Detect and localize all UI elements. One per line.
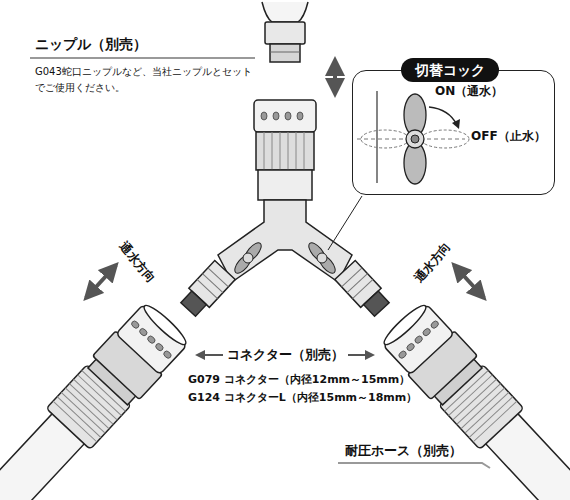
nipple xyxy=(265,22,305,44)
switch-cock-badge: 切替コック xyxy=(401,58,499,82)
coupling-sleeve xyxy=(258,170,312,200)
flow-arrow xyxy=(86,265,116,298)
outlet xyxy=(178,260,235,319)
connector xyxy=(0,299,192,500)
state-label: ON（通水） xyxy=(435,84,503,98)
outlet xyxy=(335,260,392,319)
part-label: コネクター（別売） xyxy=(223,347,348,363)
cock-handle xyxy=(232,240,264,276)
nipple-tip xyxy=(270,44,300,62)
callout-box: ON（通水）OFF（止水）切替コック xyxy=(352,70,555,195)
cock-handle xyxy=(306,240,338,276)
flow-label: 通水方向 xyxy=(412,239,454,285)
faucet xyxy=(262,2,308,22)
state-label: OFF（止水） xyxy=(471,129,546,143)
coupling-body xyxy=(256,132,314,170)
model-label: G124 コネクターL（内径15mm～18mm） xyxy=(188,391,417,405)
note: G043蛇口ニップルなど、当社ニップルとセットでご使用ください。 xyxy=(35,64,253,96)
coupling-collar xyxy=(254,100,316,132)
leader-line xyxy=(328,196,362,250)
direction-arrow xyxy=(333,60,337,94)
model-label: G079 コネクター（内径12mm～15mm） xyxy=(188,373,410,387)
part-label: 耐圧ホース（別売） xyxy=(345,443,462,459)
flow-arrow xyxy=(454,265,484,298)
badge-text: 切替コック xyxy=(415,61,485,79)
y-body xyxy=(218,200,352,282)
flow-label: 通水方向 xyxy=(116,239,158,285)
part-label: ニップル（別売） xyxy=(35,36,147,54)
underline xyxy=(338,463,490,468)
underline xyxy=(30,57,255,59)
